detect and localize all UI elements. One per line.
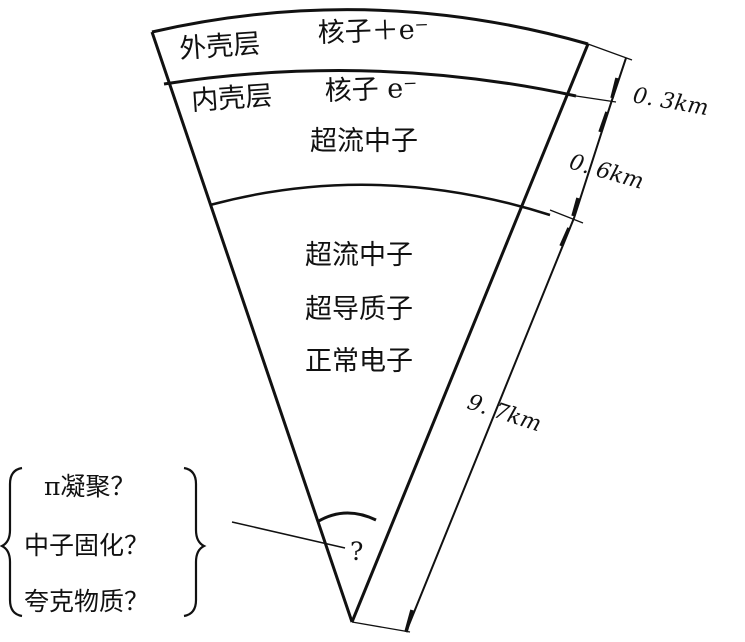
- core-component-3: 正常电子: [305, 346, 413, 377]
- inner-crust-composition: 核子 e⁻: [324, 73, 418, 107]
- center-arc: [316, 511, 377, 524]
- outer-surface-arc: [151, 8, 589, 46]
- center-hypothesis-3: 夸克物质？: [24, 587, 149, 616]
- inner-crust-fluid: 超流中子: [310, 126, 418, 157]
- dimension-inner-label: 0. 6km: [566, 150, 646, 195]
- core-component-2: 超导质子: [305, 294, 413, 325]
- dim-arrow-inner: [598, 111, 609, 133]
- center-hypothesis-2: 中子固化？: [24, 531, 149, 560]
- inner-crust-name: 内壳层: [190, 80, 273, 117]
- core-component-1: 超流中子: [305, 240, 413, 271]
- dimension-outer-label: 0. 3km: [631, 83, 710, 121]
- ext-line-core: [549, 209, 584, 224]
- dim-arrow-core-end: [404, 609, 414, 633]
- dimension-line: [405, 57, 627, 633]
- outer-crust-name: 外壳层: [178, 28, 261, 65]
- center-hypothesis-1: π凝聚？: [44, 472, 135, 501]
- dim-arrow-outer: [610, 77, 619, 99]
- core-boundary: [209, 183, 551, 217]
- sector-left-edge: [150, 31, 354, 623]
- sector-right-edge: [350, 43, 590, 623]
- center-leader-line: [231, 521, 346, 549]
- dim-arrow-core: [559, 227, 571, 247]
- outer-crust-boundary: [163, 69, 577, 98]
- ext-line-center: [351, 621, 411, 633]
- center-question-mark: ?: [350, 537, 363, 566]
- right-brace: [183, 466, 207, 618]
- dim-arrow-inner-end: [571, 197, 580, 217]
- dimension-core-label: 9. 7km: [464, 390, 544, 437]
- outer-crust-composition: 核子＋e⁻: [317, 14, 429, 49]
- left-brace: [0, 466, 23, 618]
- ext-line-inner: [575, 95, 617, 103]
- ext-line-outer: [587, 43, 633, 61]
